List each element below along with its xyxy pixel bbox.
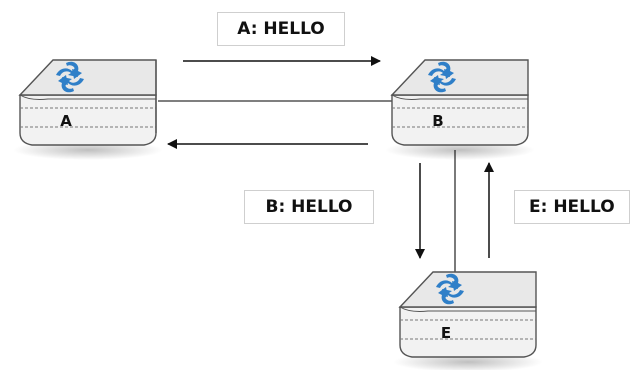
message-a-hello: A: HELLO [217,12,345,46]
router-a: A [13,59,163,160]
message-b-hello: B: HELLO [244,190,374,224]
router-e: E [393,271,543,370]
router-a-label: A [60,112,72,130]
router-b: B [385,59,535,160]
router-e-label: E [441,324,451,342]
router-b-label: B [432,112,443,130]
message-e-hello: E: HELLO [514,190,630,224]
